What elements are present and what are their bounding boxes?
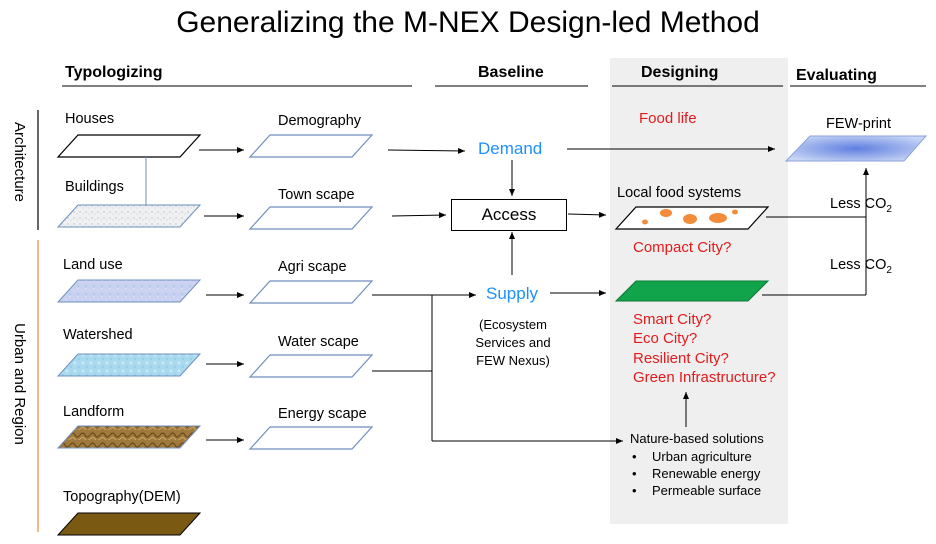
label-few-print: FEW-print: [826, 116, 891, 132]
label-local-food-systems: Local food systems: [617, 185, 742, 201]
arrow-demography-demand: [387, 147, 466, 154]
water-scape-layer: [248, 354, 374, 378]
arrow-access-localfood: [567, 211, 607, 218]
label-houses: Houses: [65, 111, 115, 127]
nbs-item: Urban agriculture: [632, 448, 761, 465]
topography-layer: [56, 512, 202, 536]
side-label-urban-region: Urban and Region: [11, 323, 28, 445]
label-green-infrastructure: Green Infrastructure?: [633, 369, 776, 386]
few-print-plane: [784, 135, 928, 162]
column-header-evaluating: Evaluating: [796, 67, 877, 84]
less-text: Less: [830, 257, 861, 273]
nbs-item: Renewable energy: [632, 465, 761, 482]
label-water-scape: Water scape: [278, 334, 359, 350]
label-food-life: Food life: [639, 110, 697, 127]
less-text: Less: [830, 196, 861, 212]
supply-note-line-3: FEW Nexus): [476, 353, 550, 368]
label-watershed: Watershed: [63, 327, 133, 343]
side-label-architecture: Architecture: [11, 121, 28, 203]
town-scape-layer: [248, 206, 374, 230]
food-dot-2: [683, 214, 697, 224]
label-supply: Supply: [486, 284, 538, 303]
nbs-list: Urban agriculture Renewable energy Perme…: [632, 448, 761, 499]
houses-layer: [56, 134, 202, 158]
label-nbs-title: Nature-based solutions: [630, 431, 764, 446]
food-dot-5: [732, 209, 738, 215]
label-eco-city: Eco City?: [633, 330, 698, 347]
buildings-layer: [56, 204, 202, 228]
column-header-baseline: Baseline: [478, 64, 544, 81]
arrow-townscape-access: [391, 212, 447, 219]
energy-scape-layer: [248, 426, 374, 450]
food-dot-3: [709, 213, 727, 223]
food-dot-1: [660, 209, 672, 217]
label-demand: Demand: [478, 139, 543, 158]
supply-note-line-2: Services and: [475, 335, 551, 350]
label-buildings: Buildings: [65, 179, 124, 195]
access-box: Access: [451, 199, 567, 231]
landform-layer: [56, 425, 202, 449]
food-dot-4: [642, 219, 648, 225]
green-infrastructure-plane: [614, 280, 770, 302]
label-resilient-city: Resilient City?: [633, 350, 729, 367]
co2-subscript: 2: [886, 203, 892, 215]
column-header-designing: Designing: [641, 64, 719, 81]
label-landform: Landform: [63, 404, 125, 420]
label-energy-scape: Energy scape: [278, 406, 367, 422]
label-topography: Topography(DEM): [63, 489, 181, 505]
land-use-layer: [56, 279, 202, 303]
label-compact-city: Compact City?: [633, 239, 732, 256]
agri-scape-layer: [248, 280, 374, 304]
label-town-scape: Town scape: [278, 187, 355, 203]
co2-subscript: 2: [886, 264, 892, 276]
diagram-title: Generalizing the M-NEX Design-led Method: [176, 6, 760, 39]
label-agri-scape: Agri scape: [278, 259, 347, 275]
column-header-typologizing: Typologizing: [65, 64, 163, 81]
nbs-item: Permeable surface: [632, 482, 761, 499]
co2-text: CO: [864, 196, 887, 212]
demography-layer: [248, 134, 374, 158]
label-land-use: Land use: [63, 257, 123, 273]
co2-text: CO: [864, 257, 887, 273]
supply-note: (Ecosystem Services and FEW Nexus): [463, 316, 563, 370]
supply-note-line-1: (Ecosystem: [479, 317, 547, 332]
label-demography: Demography: [278, 113, 362, 129]
watershed-layer: [56, 353, 202, 377]
label-smart-city: Smart City?: [633, 311, 712, 328]
